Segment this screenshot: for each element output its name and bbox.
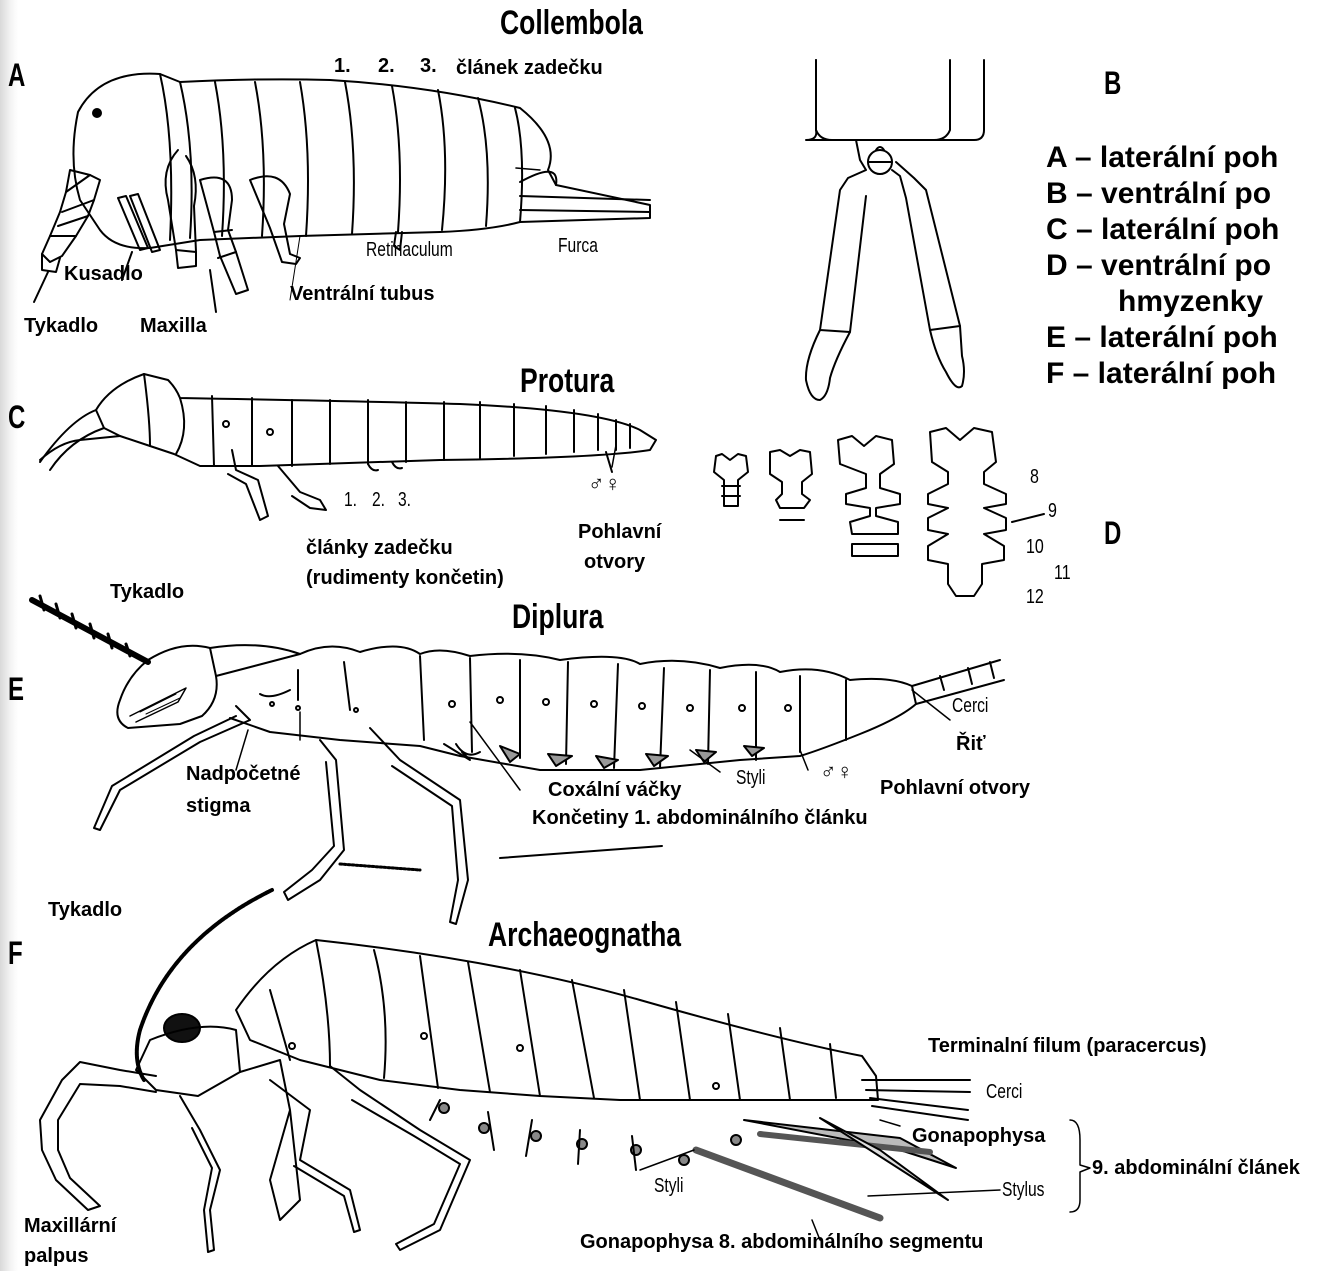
abdominal-9-label: 9. abdominální článek	[1092, 1156, 1300, 1180]
collembola-ventral-drawing	[806, 60, 984, 400]
clanky-label: články zadečku	[306, 536, 453, 560]
furca-label: Furca	[558, 234, 598, 258]
otvory-label: otvory	[584, 550, 645, 574]
tykadlo-label-f: Tykadlo	[48, 898, 122, 922]
protura-segment-3: 3.	[398, 488, 411, 512]
protura-ventral-drawing	[714, 428, 1044, 596]
d-number-12: 12	[1026, 586, 1044, 608]
segment-2-label: 2.	[378, 54, 395, 78]
d-number-11: 11	[1054, 562, 1071, 584]
segment-1-label: 1.	[334, 54, 351, 78]
kusadlo-label: Kusadlo	[64, 262, 143, 286]
diplura-sex-symbols: ♂♀	[820, 760, 853, 784]
panel-letter-b: B	[1104, 66, 1121, 100]
legend-item-d-cont: hmyzenky	[1046, 284, 1279, 320]
view-legend: A – laterální poh B – ventrální po C – l…	[1046, 140, 1279, 392]
pohlavni-otvory-label: Pohlavní otvory	[880, 776, 1030, 800]
legend-item-f: F – laterální poh	[1046, 356, 1279, 392]
legend-item-b: B – ventrální po	[1046, 176, 1279, 212]
segment-3-label: 3.	[420, 54, 437, 78]
legend-item-a: A – laterální poh	[1046, 140, 1279, 176]
protura-sex-symbols: ♂♀	[588, 472, 621, 496]
stigma-label: stigma	[186, 794, 250, 818]
maxilla-label: Maxilla	[140, 314, 207, 338]
segment-text-label: článek zadečku	[456, 56, 603, 80]
diplura-drawing	[32, 596, 1004, 924]
retinaculum-label: Retinaculum	[366, 238, 453, 262]
gonapophysa-8-label: Gonapophysa 8. abdominálního segmentu	[580, 1230, 983, 1254]
title-diplura: Diplura	[512, 598, 603, 636]
gonapophysa-label: Gonapophysa	[912, 1124, 1045, 1148]
tykadlo-label-a: Tykadlo	[24, 314, 98, 338]
coxalni-label: Coxální váčky	[548, 778, 681, 802]
nadpocetne-label: Nadpočetné	[186, 762, 300, 786]
rit-label: Řiť	[956, 732, 986, 756]
styli-label-e: Styli	[736, 766, 765, 790]
legend-item-e: E – laterální poh	[1046, 320, 1279, 356]
title-collembola: Collembola	[500, 4, 643, 42]
palpus-label: palpus	[24, 1244, 88, 1268]
cerci-label-e: Cerci	[952, 694, 988, 718]
d-number-9: 9	[1048, 500, 1057, 522]
rudimenty-label: (rudimenty končetin)	[306, 566, 504, 590]
protura-segment-1: 1.	[344, 488, 357, 512]
pohlavni-label: Pohlavní	[578, 520, 661, 544]
panel-letter-e: E	[8, 672, 24, 706]
panel-letter-f: F	[8, 936, 23, 970]
ventral-tubus-label: Ventrální tubus	[290, 282, 434, 306]
d-number-8: 8	[1030, 466, 1039, 488]
stylus-label: Stylus	[1002, 1178, 1044, 1202]
title-archaeognatha: Archaeognatha	[488, 916, 681, 954]
panel-letter-a: A	[8, 58, 25, 92]
protura-segment-2: 2.	[372, 488, 385, 512]
d-number-10: 10	[1026, 536, 1044, 558]
terminal-filum-label: Terminalní filum (paracercus)	[928, 1034, 1207, 1058]
legend-item-d: D – ventrální po	[1046, 248, 1279, 284]
legend-item-c: C – laterální poh	[1046, 212, 1279, 248]
panel-letter-d: D	[1104, 516, 1121, 550]
title-protura: Protura	[520, 362, 614, 400]
panel-letter-c: C	[8, 400, 25, 434]
maxillar-label: Maxillární	[24, 1214, 116, 1238]
tykadlo-label-e: Tykadlo	[110, 580, 184, 604]
styli-label-f: Styli	[654, 1174, 683, 1198]
koncetiny-label: Končetiny 1. abdominálního článku	[532, 806, 868, 830]
cerci-label-f: Cerci	[986, 1080, 1022, 1104]
diplura-styli	[500, 746, 764, 768]
